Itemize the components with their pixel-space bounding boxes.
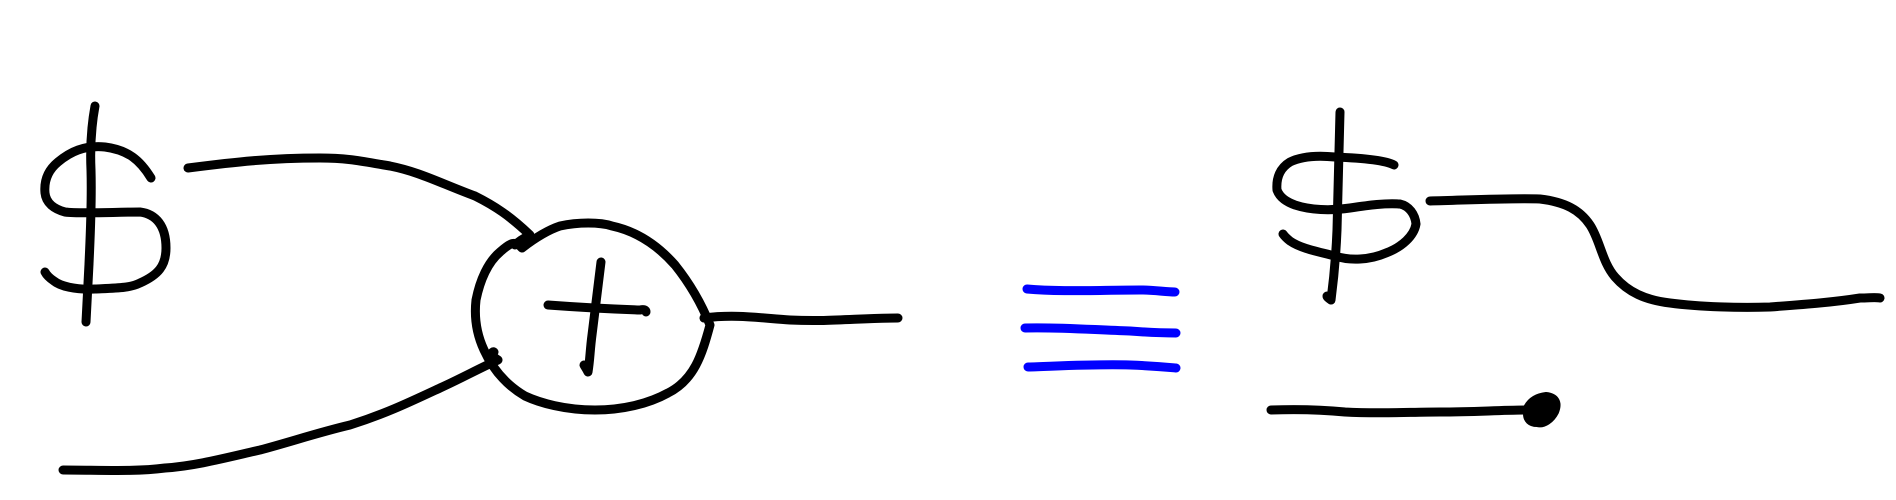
- left-bottom-input-wire: [58, 347, 503, 475]
- left-top-input-wire: [183, 153, 535, 250]
- summing-node: +: [470, 218, 715, 415]
- right-bottom-wire: [1266, 405, 1535, 418]
- right-top-wire: [1425, 194, 1885, 312]
- left-dollar-symbol: $: [40, 101, 171, 327]
- plus-horizontal: [543, 300, 651, 317]
- equals-stroke-2: [1020, 323, 1181, 338]
- terminal-dot: [1523, 392, 1561, 428]
- equals-stroke-1: [1022, 284, 1180, 297]
- equals-stroke-3: [1023, 360, 1181, 373]
- left-output-wire: [699, 311, 903, 326]
- plus-vertical: [579, 257, 606, 377]
- right-dollar-symbol: $: [1272, 107, 1421, 305]
- summing-node-circle: [470, 218, 715, 415]
- equals-symbol: =: [1020, 284, 1181, 373]
